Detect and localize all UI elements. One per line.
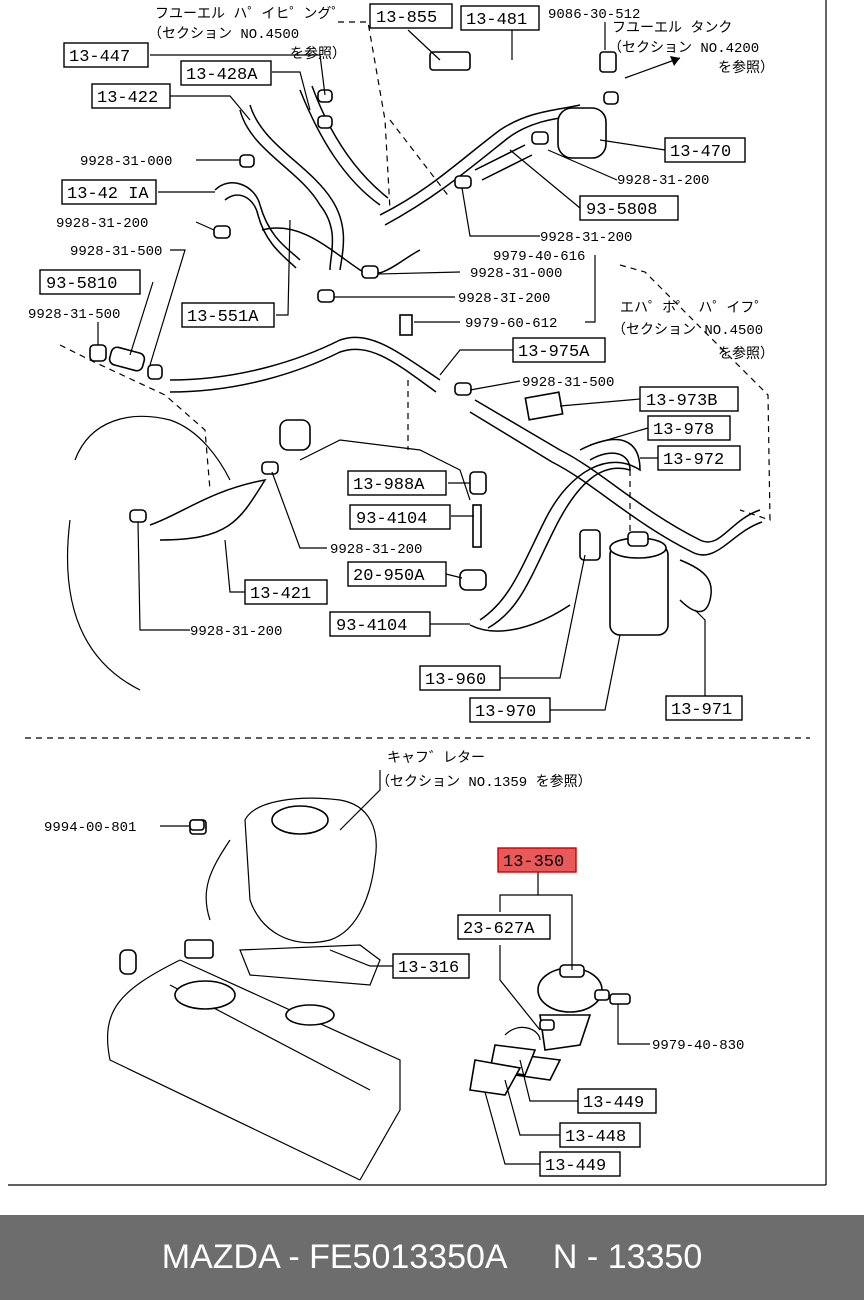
pn-9928-31-000-a[interactable]: 9928-31-000 (80, 154, 172, 170)
svg-text:13-973B: 13-973B (646, 392, 717, 411)
svg-text:13-448: 13-448 (565, 1128, 626, 1147)
svg-text:20-950A: 20-950A (353, 567, 425, 586)
pn-9928-31-200-f[interactable]: 9928-31-200 (190, 624, 282, 640)
svg-text:13-350: 13-350 (503, 853, 564, 872)
note-fuel-tank-line2: （セクション NO.4200 (608, 40, 759, 57)
label-13-971[interactable]: 13-971 (665, 695, 743, 721)
label-13-421A[interactable]: 13-42 IA (61, 179, 157, 205)
label-13-350[interactable]: 13-350 (497, 847, 577, 873)
svg-text:13-422: 13-422 (97, 89, 158, 108)
svg-text:13-551A: 13-551A (187, 308, 259, 327)
note-fuel-tank-line1: フユーエル タンク (612, 20, 732, 37)
label-13-470[interactable]: 13-470 (664, 137, 746, 163)
label-13-855[interactable]: 13-855 (369, 3, 453, 29)
svg-text:13-428A: 13-428A (186, 66, 258, 85)
svg-text:93-5808: 93-5808 (586, 201, 657, 220)
svg-text:13-447: 13-447 (69, 48, 130, 67)
label-13-447[interactable]: 13-447 (63, 42, 149, 68)
svg-text:13-481: 13-481 (466, 11, 527, 30)
note-carburetor-line2: （セクション NO.1359 を参照） (376, 773, 592, 791)
svg-text:13-470: 13-470 (670, 143, 731, 162)
pn-9928-31-200-b[interactable]: 9928-31-200 (56, 216, 148, 232)
label-93-5810[interactable]: 93-5810 (39, 269, 141, 295)
note-fuel-piping-line2: （セクション NO.4500 (148, 26, 299, 43)
svg-text:13-421: 13-421 (250, 585, 311, 604)
svg-text:13-449: 13-449 (583, 1094, 644, 1113)
svg-text:13-960: 13-960 (425, 671, 486, 690)
pn-9994-00-801[interactable]: 9994-00-801 (44, 820, 136, 836)
fuel-filter-shape (557, 107, 607, 159)
upper-assembly-drawing (59, 21, 771, 691)
label-13-422[interactable]: 13-422 (91, 83, 171, 109)
pn-9928-31-200-d[interactable]: 9928-3I-200 (458, 291, 550, 307)
label-13-316[interactable]: 13-316 (392, 953, 470, 979)
note-fuel-piping-line1: フユーエル ハ゜イヒ゜ング゜ (155, 6, 345, 23)
pn-9928-31-500-c[interactable]: 9928-31-500 (522, 375, 614, 391)
label-13-448[interactable]: 13-448 (559, 1122, 641, 1148)
svg-text:13-449: 13-449 (545, 1157, 606, 1176)
pn-9928-31-500-b[interactable]: 9928-31-500 (28, 307, 120, 323)
svg-text:13-970: 13-970 (475, 703, 536, 722)
svg-text:13-978: 13-978 (653, 421, 714, 440)
svg-text:93-4104: 93-4104 (336, 617, 407, 636)
pn-9979-60-612[interactable]: 9979-60-612 (465, 316, 557, 332)
footer-bar: MAZDA - FE5013350A N - 13350 (0, 1215, 864, 1300)
label-13-988A[interactable]: 13-988A (347, 470, 447, 496)
svg-text:13-971: 13-971 (671, 701, 732, 720)
svg-text:13-972: 13-972 (663, 451, 724, 470)
valve-20-950A-shape (459, 569, 487, 591)
label-13-978[interactable]: 13-978 (647, 415, 731, 441)
svg-text:13-855: 13-855 (376, 9, 437, 28)
pn-9086-30-512[interactable]: 9086-30-512 (548, 7, 640, 23)
svg-text:13-316: 13-316 (398, 959, 459, 978)
pn-9979-40-830[interactable]: 9979-40-830 (652, 1038, 744, 1054)
note-evap-pipe-line2: （セクション NO.4500 (612, 322, 763, 339)
pn-9928-31-200-c[interactable]: 9928-31-200 (540, 230, 632, 246)
label-13-970[interactable]: 13-970 (469, 697, 551, 723)
vacuum-valve-shape (279, 419, 311, 451)
parts-diagram: フユーエル ハ゜イヒ゜ング゜ （セクション NO.4500 を参照） フユーエル… (8, 0, 827, 1186)
label-20-950A[interactable]: 20-950A (347, 561, 447, 587)
note-evap-pipe-line1: エハ゜ホ゜ ハ゜イフ゜ (620, 300, 768, 317)
note-carburetor-line1: キャフ゛レター (387, 750, 485, 767)
label-13-551A[interactable]: 13-551A (181, 302, 275, 328)
label-13-481[interactable]: 13-481 (460, 5, 540, 31)
svg-text:93-4104: 93-4104 (356, 510, 427, 529)
svg-text:93-5810: 93-5810 (46, 275, 117, 294)
pn-9928-31-200-e[interactable]: 9928-31-200 (330, 542, 422, 558)
pn-9979-40-616[interactable]: 9979-40-616 (493, 249, 585, 265)
label-93-5808[interactable]: 93-5808 (579, 195, 679, 221)
label-23-627A[interactable]: 23-627A (457, 914, 551, 940)
label-13-972[interactable]: 13-972 (657, 445, 741, 471)
check-valve-shape (579, 529, 601, 561)
label-13-449-a[interactable]: 13-449 (577, 1088, 657, 1114)
svg-text:23-627A: 23-627A (463, 920, 535, 939)
pn-9928-31-500-a[interactable]: 9928-31-500 (70, 244, 162, 260)
label-13-960[interactable]: 13-960 (419, 665, 501, 691)
note-fuel-tank-line3: を参照） (718, 59, 774, 77)
footer-part-number: MAZDA - FE5013350A N - 13350 (161, 1238, 703, 1276)
label-13-428A[interactable]: 13-428A (180, 60, 272, 86)
svg-text:13-988A: 13-988A (353, 476, 425, 495)
label-13-975A[interactable]: 13-975A (512, 337, 606, 363)
label-13-421[interactable]: 13-421 (244, 579, 328, 605)
label-13-449-b[interactable]: 13-449 (539, 1151, 621, 1177)
svg-text:13-42 IA: 13-42 IA (67, 185, 149, 204)
pn-9928-31-200-a[interactable]: 9928-31-200 (617, 173, 709, 189)
label-13-973B[interactable]: 13-973B (639, 386, 739, 412)
note-fuel-piping-line3: を参照） (290, 45, 346, 63)
leader-lines (97, 22, 706, 1165)
note-evap-pipe-line3: を参照） (718, 345, 774, 363)
svg-text:13-975A: 13-975A (518, 343, 590, 362)
pn-9928-31-000-b[interactable]: 9928-31-000 (470, 266, 562, 282)
label-93-4104-a[interactable]: 93-4104 (349, 504, 451, 530)
lower-assembly-drawing (106, 770, 631, 1181)
label-93-4104-b[interactable]: 93-4104 (329, 611, 431, 637)
